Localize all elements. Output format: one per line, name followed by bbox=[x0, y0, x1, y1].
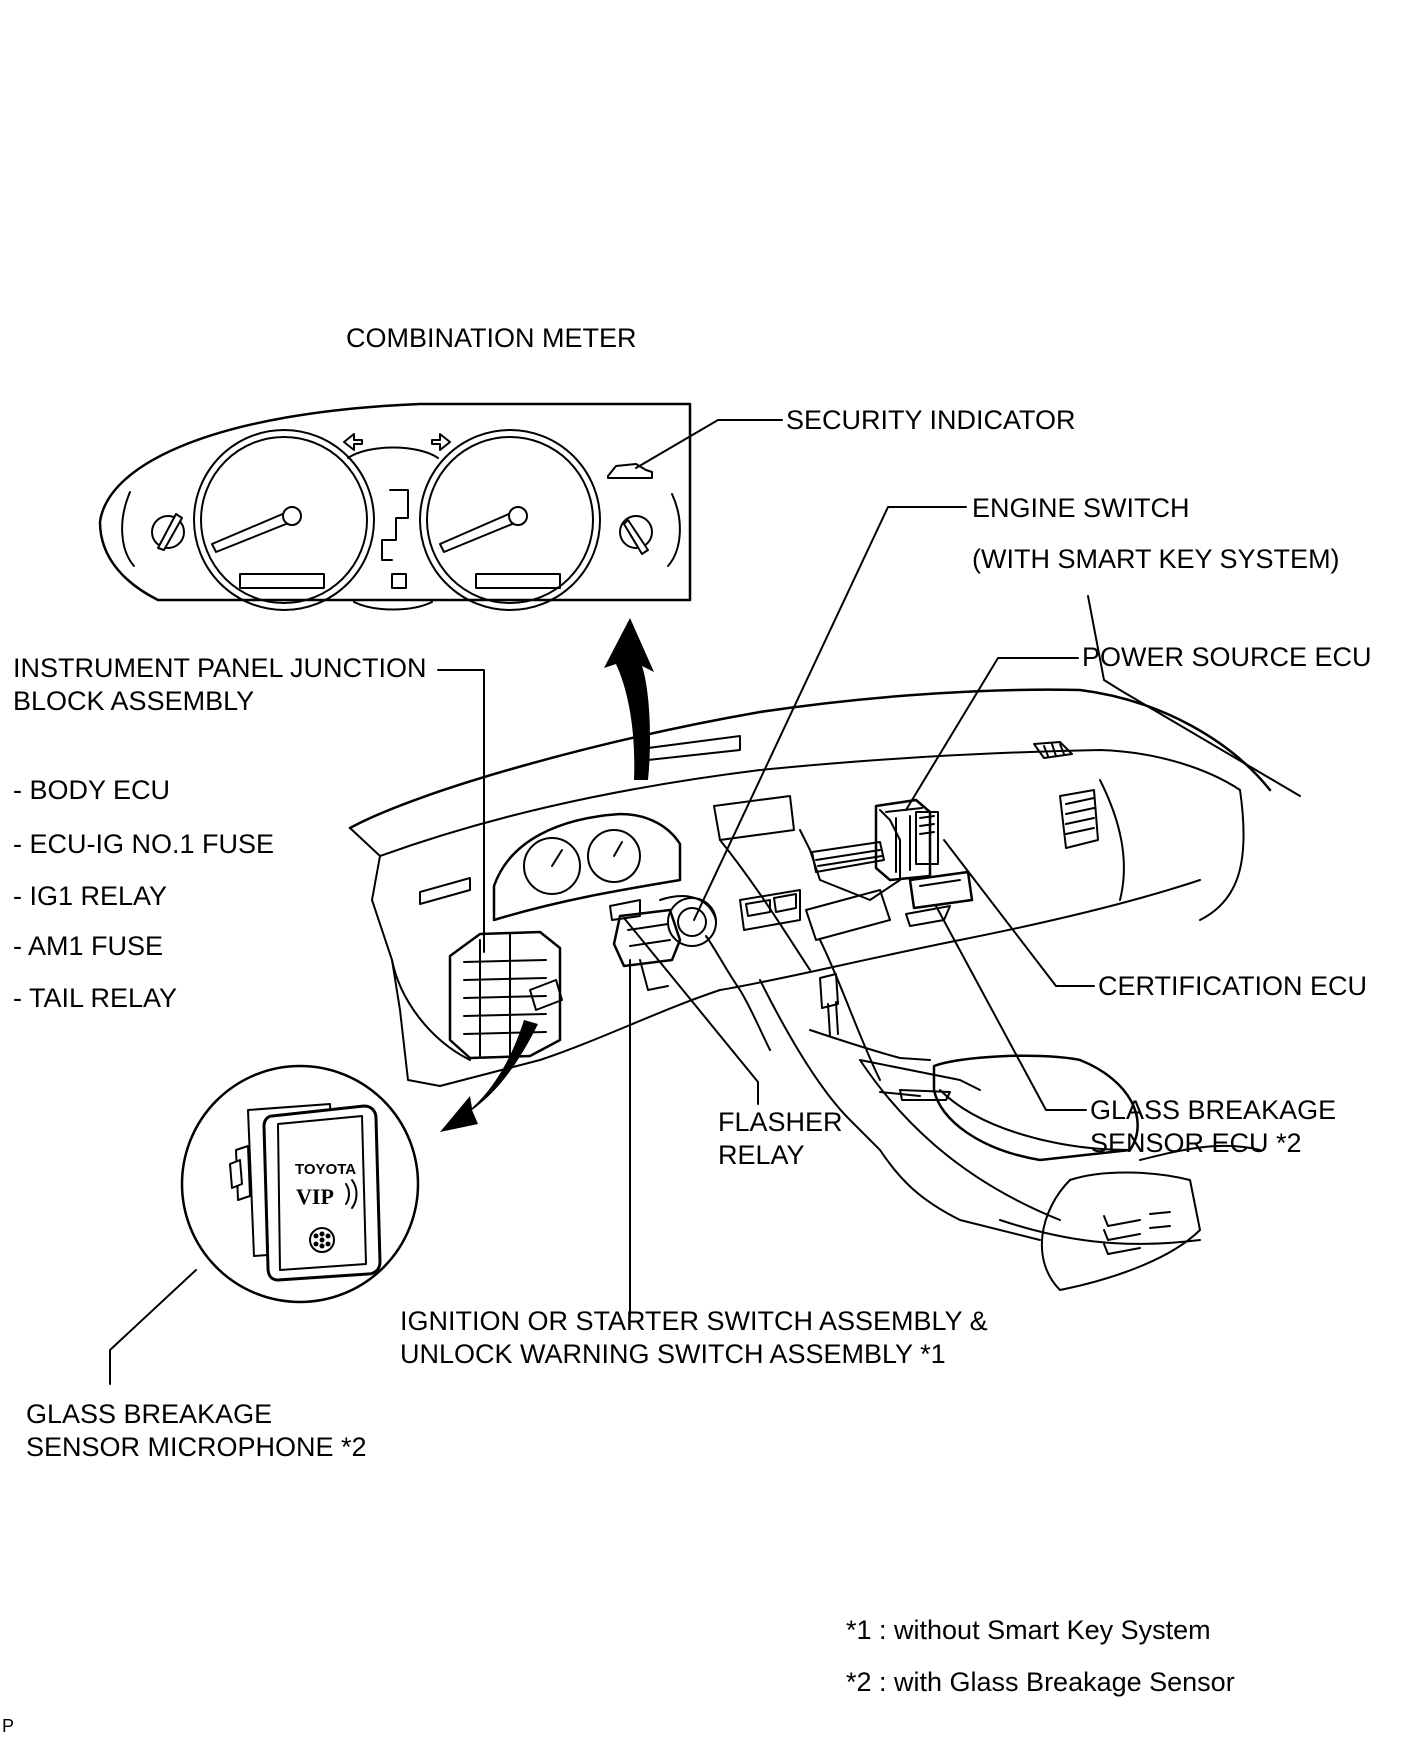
security-indicator-icon bbox=[607, 463, 653, 479]
label-mic-line1: GLASS BREAKAGE bbox=[26, 1399, 273, 1429]
label-certification-ecu: CERTIFICATION ECU bbox=[1098, 971, 1368, 1001]
sensor-brand-text: TOYOTA bbox=[295, 1161, 356, 1178]
label-sub-item: - ECU-IG NO.1 FUSE bbox=[13, 829, 275, 859]
combination-meter-illustration bbox=[98, 402, 692, 611]
dashboard-illustration bbox=[348, 595, 1301, 1291]
label-power-source-ecu: POWER SOURCE ECU bbox=[1082, 642, 1372, 672]
label-flasher-line2: RELAY bbox=[718, 1140, 805, 1170]
label-glass-ecu-line1: GLASS BREAKAGE bbox=[1090, 1095, 1337, 1125]
label-ignition-line1: IGNITION OR STARTER SWITCH ASSEMBLY & bbox=[400, 1306, 988, 1336]
label-mic-line2: SENSOR MICROPHONE *2 bbox=[26, 1432, 367, 1462]
label-sub-item: - TAIL RELAY bbox=[13, 983, 178, 1013]
label-ip-junction-line2: BLOCK ASSEMBLY bbox=[13, 686, 255, 716]
footnote-2: *2 : with Glass Breakage Sensor bbox=[846, 1667, 1235, 1697]
label-security-indicator: SECURITY INDICATOR bbox=[786, 405, 1076, 435]
label-sub-item: - IG1 RELAY bbox=[13, 881, 168, 911]
leader-lines bbox=[109, 419, 1095, 1385]
label-sub-item: - BODY ECU bbox=[13, 775, 171, 805]
label-ip-junction-line1: INSTRUMENT PANEL JUNCTION bbox=[13, 653, 427, 683]
label-combination-meter: COMBINATION METER bbox=[346, 323, 637, 353]
corner-mark: P bbox=[2, 1716, 15, 1736]
arrow-up-icon bbox=[604, 618, 654, 780]
sensor-microphone-illustration: TOYOTA VIP bbox=[180, 1064, 420, 1304]
label-sub-item: - AM1 FUSE bbox=[13, 931, 164, 961]
arrow-down-left-icon bbox=[440, 1020, 538, 1132]
label-engine-switch-note: (WITH SMART KEY SYSTEM) bbox=[972, 544, 1340, 574]
label-engine-switch: ENGINE SWITCH bbox=[972, 493, 1190, 523]
label-glass-ecu-line2: SENSOR ECU *2 bbox=[1090, 1128, 1302, 1158]
footnote-1: *1 : without Smart Key System bbox=[846, 1615, 1211, 1645]
label-ignition-line2: UNLOCK WARNING SWITCH ASSEMBLY *1 bbox=[400, 1339, 946, 1369]
label-flasher-line1: FLASHER bbox=[718, 1107, 843, 1137]
sensor-model-text: VIP bbox=[296, 1184, 334, 1209]
